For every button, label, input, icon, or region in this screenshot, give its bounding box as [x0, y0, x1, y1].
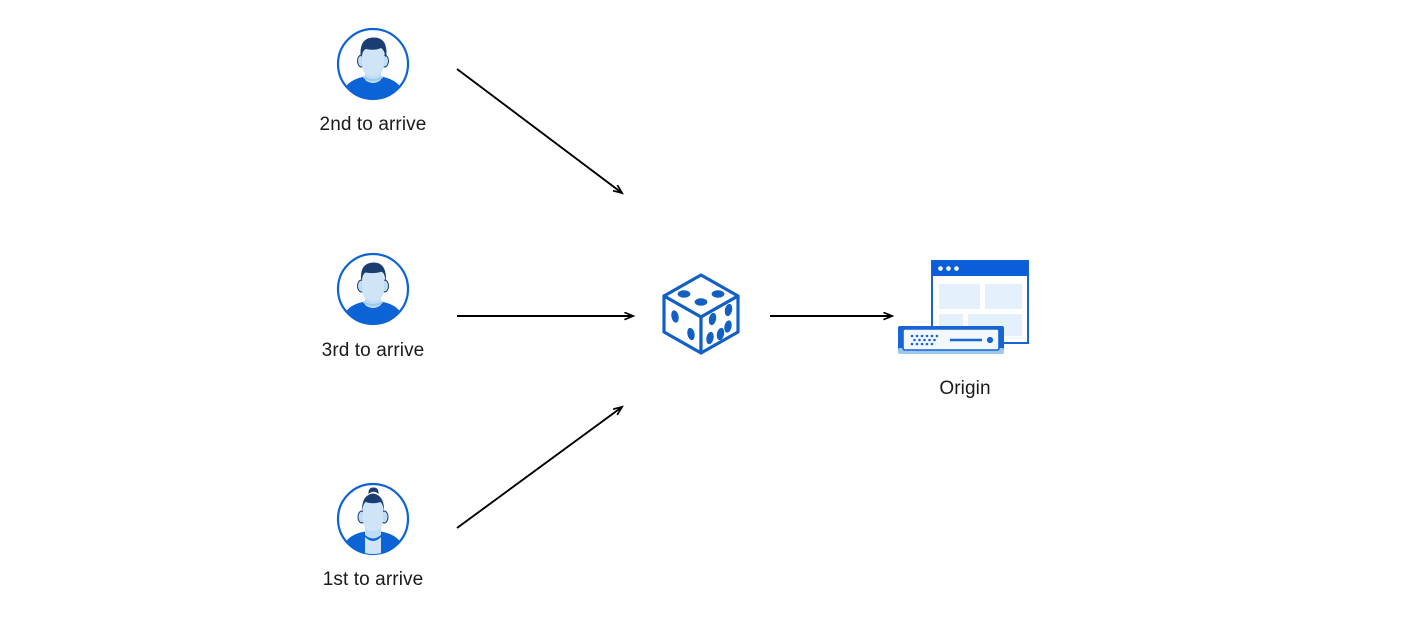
node-visitor-1st[interactable]: [335, 481, 411, 557]
arrow-1st-to-dice: [456, 407, 622, 529]
server-device-icon: [898, 326, 1004, 354]
node-label-visitor-1st: 1st to arrive: [322, 569, 424, 590]
node-label-origin: Origin: [939, 378, 991, 399]
node-visitor-3rd[interactable]: [335, 251, 411, 327]
arrow-2nd-to-dice: [456, 68, 622, 193]
user-avatar-icon: [336, 252, 410, 326]
dice-icon: [662, 273, 740, 355]
node-visitor-2nd[interactable]: [335, 26, 411, 102]
node-label-visitor-3rd: 3rd to arrive: [321, 340, 425, 361]
node-origin[interactable]: [892, 256, 1042, 366]
user-avatar-female-icon: [336, 482, 410, 556]
node-lottery-dice[interactable]: [655, 268, 747, 360]
origin-server-icon: [898, 260, 1029, 354]
user-avatar-icon: [336, 27, 410, 101]
node-label-visitor-2nd: 2nd to arrive: [319, 114, 427, 135]
